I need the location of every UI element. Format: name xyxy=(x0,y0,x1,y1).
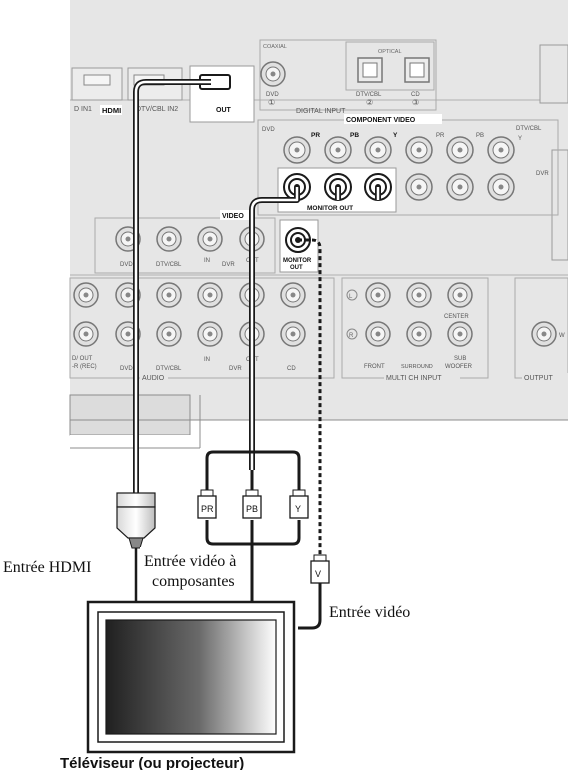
video-cable xyxy=(298,238,330,630)
digital-input-section: COAXIAL DVD ① OPTICAL DTV/CBL ② CD ③ DIG… xyxy=(259,39,437,115)
video-input-label: Entrée vidéo xyxy=(329,604,410,621)
component-y-label: Y xyxy=(393,132,398,139)
jack xyxy=(406,282,432,308)
plug-v-label: V xyxy=(315,569,321,579)
multi-sub-label: SUB xyxy=(454,356,466,362)
jack xyxy=(487,173,515,201)
component-input-label-line1: Entrée vidéo à xyxy=(144,553,236,570)
jack xyxy=(197,321,223,347)
jack xyxy=(283,136,311,164)
hdmi-label: HDMI xyxy=(102,106,121,115)
jack xyxy=(446,173,474,201)
component-pb-label: PB xyxy=(350,132,359,139)
jack xyxy=(365,321,391,347)
video-in-label: IN xyxy=(204,258,210,264)
digital-n1-label: ① xyxy=(268,98,275,107)
component-plug-pb: PB xyxy=(242,489,262,519)
audio-title: AUDIO xyxy=(142,375,165,382)
video-dvr-label: DVR xyxy=(222,262,235,268)
component-pr2-label: PR xyxy=(436,133,445,139)
jack xyxy=(197,282,223,308)
audio-dvr-label: DVR xyxy=(229,366,242,372)
jack xyxy=(73,321,99,347)
digital-input-title: DIGITAL INPUT xyxy=(296,108,346,115)
jack xyxy=(364,136,392,164)
audio-dvd-label: DVD xyxy=(120,366,133,372)
video-dtvcbl-label: DTV/CBL xyxy=(156,262,182,268)
coaxial-label: COAXIAL xyxy=(263,44,287,50)
jack xyxy=(156,282,182,308)
jack xyxy=(156,321,182,347)
plug-pb-label: PB xyxy=(246,504,258,514)
component-plug-y: Y xyxy=(289,489,309,519)
hdmi-out-label: OUT xyxy=(216,107,232,114)
component-monitor-out-label: MONITOR OUT xyxy=(307,205,353,212)
jack xyxy=(156,226,182,252)
digital-n3-label: ③ xyxy=(412,98,419,107)
jack xyxy=(446,136,474,164)
component-dvd-label: DVD xyxy=(262,127,275,133)
jack xyxy=(280,282,306,308)
audio-md-out-label: D/ OUT xyxy=(72,356,93,362)
jack xyxy=(405,136,433,164)
video-monitor-label: MONITOR xyxy=(283,258,312,264)
video-dvd-label: DVD xyxy=(120,262,133,268)
multi-woofer-label: WOOFER xyxy=(445,364,473,370)
audio-dtvcbl-label: DTV/CBL xyxy=(156,366,182,372)
jack xyxy=(406,321,432,347)
output-section: W OUTPUT xyxy=(514,277,568,382)
plug-y-label: Y xyxy=(295,504,301,514)
jack xyxy=(365,282,391,308)
audio-cd-label: CD xyxy=(287,366,296,372)
multi-surround-label: SURROUND xyxy=(401,364,433,370)
jack xyxy=(197,226,223,252)
multi-front-label: FRONT xyxy=(364,364,385,370)
tv-caption: Téléviseur (ou projecteur) xyxy=(60,755,244,770)
component-pr-label: PR xyxy=(311,132,320,139)
optical-label: OPTICAL xyxy=(378,49,402,55)
component-pb2-label: PB xyxy=(476,133,484,139)
jack xyxy=(447,321,473,347)
hdmi-in1-label: D IN1 xyxy=(74,106,92,113)
component-y2-label: Y xyxy=(518,136,522,142)
audio-cdr-label: -R (REC) xyxy=(72,364,97,370)
jack xyxy=(324,136,352,164)
component-plug-pr: PR xyxy=(197,489,217,519)
digital-n2-label: ② xyxy=(366,98,373,107)
jack xyxy=(73,282,99,308)
video-monitor-out-label: OUT xyxy=(290,265,303,271)
component-dvr-label: DVR xyxy=(536,171,549,177)
hdmi-in2-label: DTV/CBL IN2 xyxy=(136,106,178,113)
digital-cd-label: CD xyxy=(411,92,420,98)
plug-pr-label: PR xyxy=(201,504,214,514)
digital-dtv-label: DTV/CBL xyxy=(356,92,382,98)
multi-l-label: L xyxy=(349,294,353,300)
component-cables xyxy=(205,187,381,602)
output-title: OUTPUT xyxy=(524,375,554,382)
component-video-title: COMPONENT VIDEO xyxy=(346,117,416,124)
television xyxy=(86,600,296,754)
component-input-label-line2: composantes xyxy=(152,573,235,590)
multi-r-label: R xyxy=(349,333,354,339)
multi-ch-section: L R CENTER FRONT SURROUND SUB WOOFER MUL… xyxy=(341,277,489,382)
component-dtvcbl-label: DTV/CBL xyxy=(516,126,542,132)
hdmi-cable xyxy=(133,79,211,505)
jack xyxy=(447,282,473,308)
hdmi-input-label: Entrée HDMI xyxy=(3,559,91,576)
jack xyxy=(531,321,557,347)
jack xyxy=(280,321,306,347)
jack xyxy=(487,136,515,164)
digital-dvd-label: DVD xyxy=(266,92,279,98)
multi-center-label: CENTER xyxy=(444,314,469,320)
multi-ch-title: MULTI CH INPUT xyxy=(386,375,442,382)
audio-in-label: IN xyxy=(204,357,210,363)
output-w-label: W xyxy=(559,333,565,339)
jack xyxy=(405,173,433,201)
hdmi-plug xyxy=(116,492,156,602)
video-title: VIDEO xyxy=(222,213,244,220)
